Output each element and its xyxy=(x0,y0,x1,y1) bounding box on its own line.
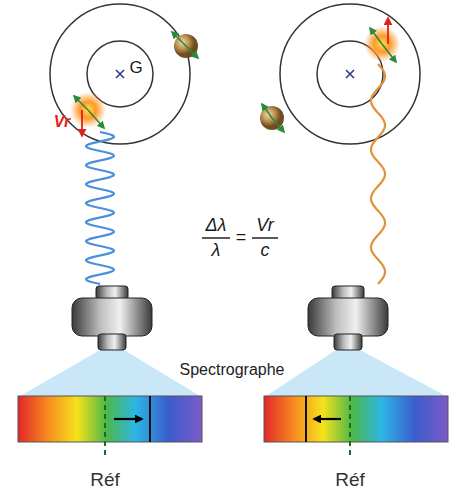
velocity-arrow xyxy=(262,104,272,118)
radial-velocity-arrow xyxy=(387,18,389,44)
orbit-right xyxy=(280,4,420,144)
reference-label: Réf xyxy=(90,470,120,491)
velocity-arrow xyxy=(186,46,198,58)
velocity-arrow xyxy=(272,118,284,132)
barycenter-mark xyxy=(346,70,354,78)
instrument-label: Spectrographe xyxy=(180,361,285,379)
barycenter-label: G xyxy=(129,59,142,78)
fraction-bar xyxy=(252,237,278,239)
star xyxy=(70,92,106,128)
formula-term: Δλ xyxy=(206,216,227,236)
spectrum xyxy=(18,396,202,456)
spectrograph xyxy=(20,286,200,396)
star xyxy=(364,26,400,62)
spectrum xyxy=(264,396,448,456)
fraction-bar xyxy=(202,237,230,239)
velocity-arrow xyxy=(88,110,104,128)
orbit-left xyxy=(50,4,190,144)
formula-sign: = xyxy=(236,228,247,248)
velocity-arrow xyxy=(382,44,396,62)
velocity-label: Vr xyxy=(54,113,71,131)
barycenter-mark xyxy=(116,70,124,78)
light-wave xyxy=(371,64,385,284)
formula-term: λ xyxy=(212,241,221,261)
light-wave xyxy=(86,132,114,284)
formula-term: Vr xyxy=(256,216,274,236)
spectrograph xyxy=(266,286,446,396)
radial-velocity-arrow xyxy=(81,110,83,136)
reference-label: Réf xyxy=(335,470,365,491)
velocity-arrow xyxy=(172,32,186,46)
formula-term: c xyxy=(261,241,270,261)
velocity-arrow xyxy=(370,28,382,44)
velocity-arrow xyxy=(74,96,88,110)
